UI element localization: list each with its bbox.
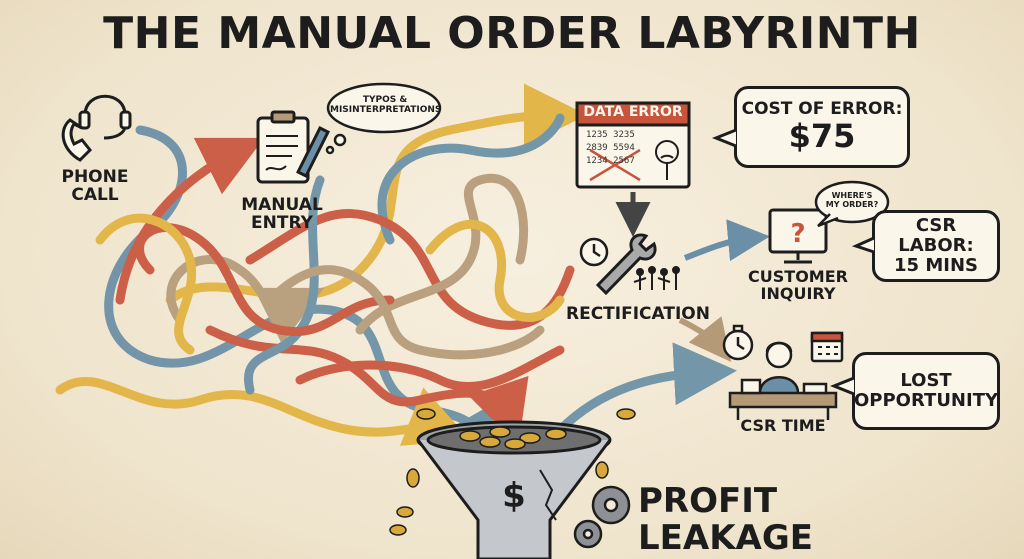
csr-time-label: CSR TIME — [740, 416, 826, 435]
rectification-label: RECTIFICATION — [566, 304, 710, 324]
wrench-icon — [595, 233, 657, 296]
profit-leakage-label: PROFIT LEAKAGE — [638, 481, 813, 558]
monitor-question-icon — [768, 208, 828, 264]
gear-icon — [573, 485, 631, 549]
pen-icon — [295, 125, 331, 179]
path-red-3 — [205, 325, 529, 446]
path-tan-2 — [355, 173, 529, 335]
path-blue-4 — [555, 342, 737, 435]
csr-labor-text: CSR LABOR: 15 MINS — [894, 215, 978, 276]
data-error-row: 1234 2567 — [586, 156, 635, 166]
path-blue-3 — [243, 175, 325, 395]
lost-opportunity-callout: LOST OPPORTUNITY — [852, 352, 1000, 430]
error-card-icon — [575, 101, 691, 189]
path-blue-2 — [377, 113, 565, 245]
headset-phone-icon — [61, 94, 132, 162]
data-error-numbers: 1235 3235 2839 5594 1234 2567 — [586, 129, 652, 168]
path-red-1 — [115, 137, 265, 305]
calendar-icon — [810, 331, 844, 363]
inquiry-arrow — [683, 219, 770, 262]
clock-icon — [579, 237, 609, 267]
lost-opportunity-text: LOST OPPORTUNITY — [854, 370, 999, 411]
phone-call-label: PHONE CALL — [61, 167, 129, 206]
cost-of-error-callout: COST OF ERROR: $75 — [734, 86, 910, 168]
path-tan-1 — [166, 255, 325, 345]
data-error-label: DATA ERROR — [583, 104, 683, 120]
clipboard-icon — [256, 110, 310, 184]
path-tan-3 — [265, 265, 545, 360]
csr-time-arrow — [678, 316, 732, 363]
typos-label: TYPOS & MISINTERPRETATIONS — [330, 95, 442, 115]
data-error-row: 1235 3235 — [586, 130, 635, 140]
stopwatch-icon — [722, 324, 754, 361]
stressed-csr-icon — [728, 341, 838, 420]
tangled-paths — [55, 83, 737, 473]
funnel-dollar-sign: $ — [502, 476, 526, 516]
customer-inquiry-label: CUSTOMER INQUIRY — [748, 267, 848, 304]
data-error-row: 2839 5594 — [586, 143, 635, 153]
path-yellow-4 — [95, 213, 197, 355]
coin-icon — [389, 408, 636, 536]
path-yellow-2 — [55, 376, 471, 446]
stressed-face-icon — [655, 140, 679, 180]
cost-of-error-value: $75 — [788, 116, 856, 155]
path-yellow-1 — [165, 83, 587, 305]
path-yellow-3 — [425, 219, 565, 322]
page-title: THE MANUAL ORDER LABYRINTH — [103, 8, 921, 59]
crowd-icon — [633, 266, 680, 290]
csr-labor-callout: CSR LABOR: 15 MINS — [872, 210, 1000, 282]
path-red-4 — [135, 223, 395, 337]
question-mark-icon: ? — [790, 219, 805, 249]
wheres-my-order-label: WHERE'S MY ORDER? — [825, 191, 879, 209]
manual-entry-label: MANUAL ENTRY — [241, 195, 323, 234]
cost-of-error-heading: COST OF ERROR: — [741, 99, 903, 120]
thought-bubble-icon — [325, 82, 442, 155]
path-red-5 — [295, 345, 565, 392]
speech-bubble-icon — [814, 180, 890, 228]
